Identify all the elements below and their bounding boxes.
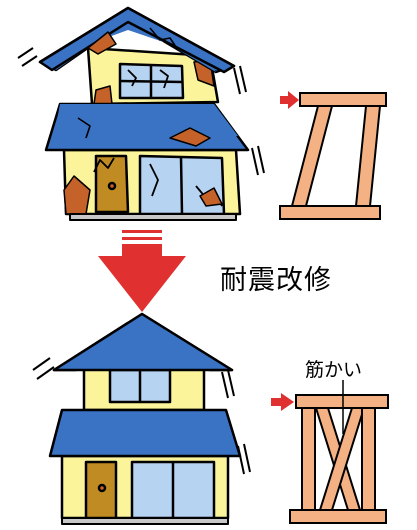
- force-arrow-icon: [280, 91, 299, 109]
- braced-frame-icon: [289, 394, 389, 524]
- retrofit-label: 耐震改修: [220, 265, 332, 296]
- weak-frame-icon: [279, 92, 387, 220]
- shake-marks-right-bottom: [251, 145, 265, 176]
- shake-marks-left: [32, 357, 55, 380]
- down-arrow-icon: [98, 230, 186, 312]
- damaged-house-icon: [17, 6, 265, 221]
- force-arrow-icon: [271, 393, 294, 411]
- shake-marks-right-top: [233, 65, 247, 95]
- brace-label: 筋かい: [305, 359, 363, 381]
- shake-marks-left-top: [17, 47, 38, 67]
- lower-roof: [48, 408, 242, 458]
- retrofitted-house-icon: [32, 312, 251, 525]
